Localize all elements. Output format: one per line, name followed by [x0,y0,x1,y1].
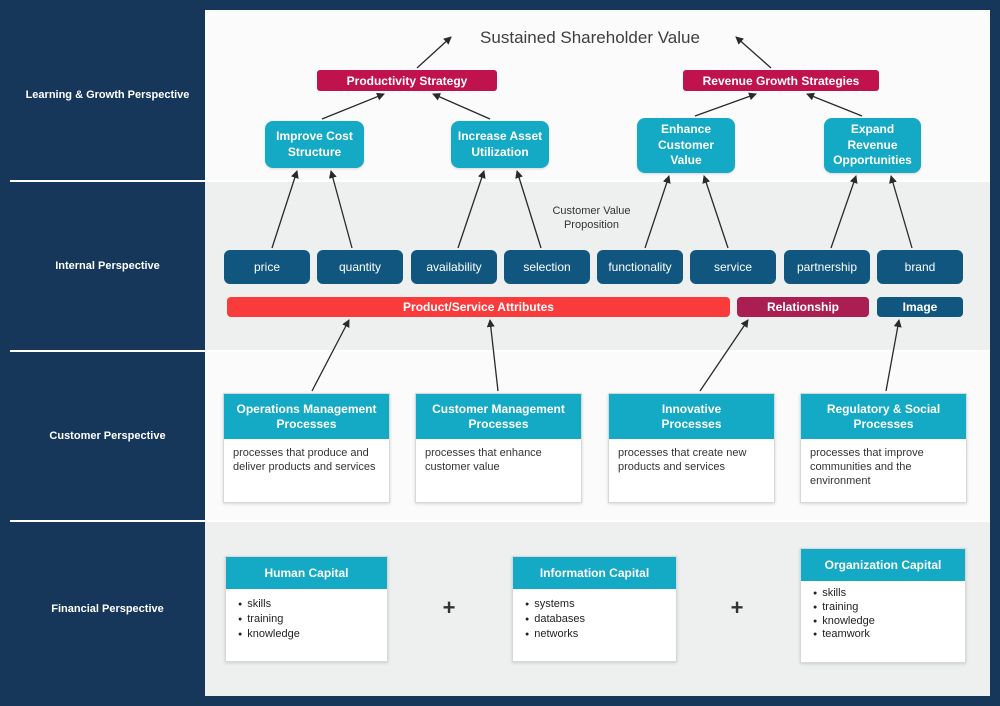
bullet-text: training [822,600,859,613]
bullet-text: teamwork [822,628,870,641]
page-title: Sustained Shareholder Value [480,28,700,47]
list-item: skills [238,597,387,612]
process-card-customer-management: Customer Management Processes processes … [415,393,582,503]
bullet-icon [813,615,822,627]
capital-card-human: Human Capital skills training knowledge [225,556,388,662]
list-item: systems [525,597,676,612]
bullet-text: skills [822,587,847,599]
bullet-icon [238,598,247,610]
list-item: knowledge [238,627,387,642]
process-card-title: Customer Management Processes [416,394,581,439]
bullet-text: skills [247,598,272,610]
capital-card-title: Information Capital [513,557,676,589]
attribute-service: service [690,250,776,284]
sidebar-row-financial: Financial Perspective [10,520,205,696]
node-increase-asset-utilization: Increase Asset Utilization [451,121,549,168]
process-card-description: processes that produce and deliver produ… [233,447,376,473]
node-productivity-strategy: Productivity Strategy [317,70,497,91]
list-item: knowledge [813,615,965,629]
node-enhance-customer-value: Enhance Customer Value [637,118,735,173]
capital-card-title: Organization Capital [801,549,965,581]
list-item: teamwork [813,628,965,642]
node-revenue-growth-strategies: Revenue Growth Strategies [683,70,879,91]
sidebar-row-customer: Customer Perspective [10,350,205,520]
attribute-quantity: quantity [317,250,403,284]
sidebar-label: Customer Perspective [49,430,166,442]
perspective-sidebar: Learning & Growth Perspective Internal P… [10,10,205,696]
bullet-icon [525,628,534,640]
process-card-description: processes that enhance customer value [425,447,542,473]
sidebar-row-internal: Internal Perspective [10,180,205,350]
capital-card-bullets: systems databases networks [513,589,676,648]
bullet-text: databases [534,612,585,625]
bullet-icon [813,587,822,599]
bullet-icon [813,601,822,613]
plus-separator: + [442,595,456,620]
bar-image: Image [877,297,963,317]
node-improve-cost-structure: Improve Cost Structure [265,121,364,168]
process-card-innovative: Innovative Processes processes that crea… [608,393,775,503]
attribute-price: price [224,250,310,284]
attribute-functionality: functionality [597,250,683,284]
list-item: networks [525,627,676,642]
attribute-partnership: partnership [784,250,870,284]
capital-card-information: Information Capital systems databases ne… [512,556,677,662]
bar-relationship: Relationship [737,297,869,317]
bullet-icon [525,598,534,610]
bullet-icon [525,613,534,625]
process-card-regulatory-social: Regulatory & Social Processes processes … [800,393,967,503]
sidebar-label: Financial Perspective [51,603,164,615]
attribute-selection: selection [504,250,590,284]
attribute-brand: brand [877,250,963,284]
bullet-icon [238,613,247,625]
capital-card-bullets: skills training knowledge [226,589,387,648]
process-card-title: Innovative Processes [609,394,774,439]
list-item: databases [525,612,676,627]
process-card-description: processes that create new products and s… [618,447,747,473]
list-item: training [238,612,387,627]
capital-card-title: Human Capital [226,557,387,589]
process-card-title: Operations Management Processes [224,394,389,439]
list-item: skills [813,587,965,601]
sidebar-label: Learning & Growth Perspective [25,89,190,101]
capital-card-organization: Organization Capital skills training kno… [800,548,966,663]
sidebar-label: Internal Perspective [55,260,160,272]
bullet-icon [238,628,247,640]
diagram-canvas: Sustained Shareholder Value Productivity… [205,10,990,696]
process-card-title: Regulatory & Social Processes [801,394,966,439]
plus-separator: + [730,595,744,620]
customer-value-proposition-label: Customer Value Proposition [552,205,631,231]
bullet-text: networks [534,627,579,640]
capital-card-bullets: skills training knowledge teamwork [801,581,965,648]
bullet-text: training [247,612,284,625]
bullet-text: systems [534,598,575,610]
list-item: training [813,601,965,615]
sidebar-row-learning-growth: Learning & Growth Perspective [10,10,205,180]
bullet-icon [813,628,822,640]
node-expand-revenue-opportunities: Expand Revenue Opportunities [824,118,921,173]
process-card-description: processes that improve communities and t… [810,447,924,487]
attribute-availability: availability [411,250,497,284]
bullet-text: knowledge [822,614,875,627]
bullet-text: knowledge [247,627,300,640]
bar-product-service-attributes: Product/Service Attributes [227,297,730,317]
process-card-operations: Operations Management Processes processe… [223,393,390,503]
